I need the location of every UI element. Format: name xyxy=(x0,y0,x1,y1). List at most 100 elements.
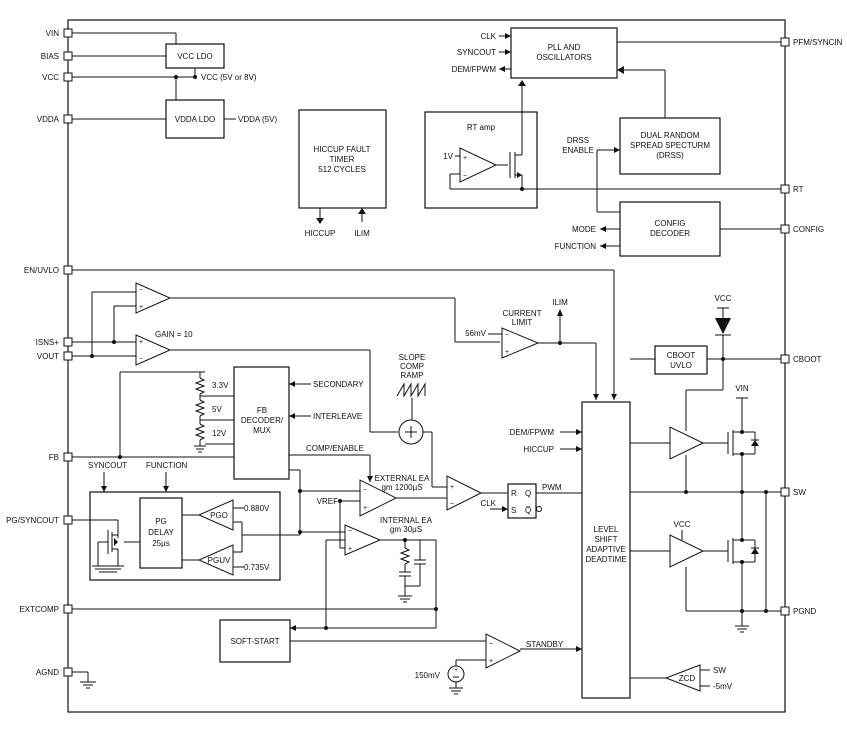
pin-extcomp: EXTCOMP xyxy=(19,604,73,614)
pin-pgnd-label: PGND xyxy=(793,607,816,616)
external-ea-line2: gm 1200µS xyxy=(381,483,422,492)
hiccup-timer-line2: TIMER xyxy=(330,155,355,164)
resistor-divider xyxy=(194,372,206,453)
cboot-uvlo-line2: UVLO xyxy=(670,361,692,370)
pin-config-label: CONFIG xyxy=(793,225,824,234)
dem-fpwm2-label: DEM/FPWM xyxy=(510,428,555,437)
rs-latch xyxy=(507,483,537,519)
pg-delay-block xyxy=(139,497,183,569)
clk2-label: CLK xyxy=(480,499,496,508)
svg-text:−: − xyxy=(489,641,493,648)
gain-label: GAIN = 10 xyxy=(155,330,193,339)
ilim-input-label: ILIM xyxy=(354,229,370,238)
soft-start-block xyxy=(219,619,291,663)
soft-start-label: SOFT-START xyxy=(230,637,279,646)
hiccup-timer-line1: HICCUP FAULT xyxy=(313,145,370,154)
pin-vcc: VCC xyxy=(42,72,73,82)
pin-bias: BIAS xyxy=(41,51,73,61)
vref-label: VREF xyxy=(317,497,338,506)
fb-decoder-line1: FB xyxy=(257,406,267,415)
latch-r: R xyxy=(511,489,517,498)
svg-text:+: + xyxy=(454,667,458,674)
pwm-comparator xyxy=(446,475,483,511)
hiccup2-label: HICCUP xyxy=(523,445,554,454)
cboot-uvlo-block xyxy=(654,345,708,375)
clk-label: CLK xyxy=(480,32,496,41)
standby-comparator xyxy=(485,633,522,669)
pin-isns: ISNS+ xyxy=(36,337,73,347)
svg-text:−: − xyxy=(505,332,509,339)
pin-extcomp-label: EXTCOMP xyxy=(19,605,59,614)
svg-text:+: + xyxy=(505,349,509,356)
pg-syncout-block xyxy=(89,491,281,581)
pin-pfm-syncin-label: PFM/SYNCIN xyxy=(793,38,843,47)
svg-text:+: + xyxy=(348,546,352,553)
pguv-comparator xyxy=(197,544,234,576)
config-decoder-line2: DECODER xyxy=(650,229,690,238)
chip-outline xyxy=(67,19,786,713)
fb-decoder-block xyxy=(233,366,290,480)
slope-comp-line2: COMP xyxy=(400,362,424,371)
svg-text:−: − xyxy=(139,356,143,363)
rt-amp-opamp xyxy=(459,147,498,183)
level-shift-line3: ADAPTIVE xyxy=(586,545,626,554)
pin-vout: VOUT xyxy=(37,351,73,361)
pgo-comparator xyxy=(197,499,234,531)
ilim2-label: ILIM xyxy=(552,298,568,307)
pguv-label: PGUV xyxy=(208,556,231,565)
standby-label: STANDBY xyxy=(526,640,564,649)
svg-text:−: − xyxy=(139,287,143,294)
svg-text:−: − xyxy=(463,173,467,180)
interleave-label: INTERLEAVE xyxy=(313,412,362,421)
pg-delay-line3: 25µs xyxy=(152,539,170,548)
comp-enable-label: COMP/ENABLE xyxy=(306,444,364,453)
pin-vdda: VDDA xyxy=(37,114,73,124)
pll-line1: PLL AND xyxy=(548,43,581,52)
pin-en-uvlo: EN/UVLO xyxy=(24,265,73,275)
one-volt-label: 1V xyxy=(443,152,453,161)
slope-comp-line1: SLOPE xyxy=(399,353,426,362)
vin-top-label: VIN xyxy=(735,384,749,393)
hiccup-timer-line3: 512 CYCLES xyxy=(318,165,366,174)
boot-diode xyxy=(715,318,731,334)
current-limit-comparator xyxy=(501,327,540,359)
config-decoder-line1: CONFIG xyxy=(654,219,685,228)
pin-config: CONFIG xyxy=(780,224,824,234)
vcc-top-label: VCC xyxy=(715,294,732,303)
svg-text:+: + xyxy=(450,484,454,491)
svg-text:+: + xyxy=(139,304,143,311)
drss-enable-line1: DRSS xyxy=(567,136,589,145)
hiccup-output-label: HICCUP xyxy=(305,229,336,238)
svg-text:+: + xyxy=(363,505,367,512)
cboot-uvlo-line1: CBOOT xyxy=(667,351,696,360)
pin-fb-label: FB xyxy=(49,453,59,462)
function2-label: FUNCTION xyxy=(146,461,188,470)
zcd-5mv-label: -5mV xyxy=(713,682,733,691)
fb-12v-label: 12V xyxy=(212,429,227,438)
high-side-driver xyxy=(669,426,705,460)
pin-pg-syncout-label: PG/SYNCOUT xyxy=(6,516,59,525)
pin-isns-label: ISNS+ xyxy=(36,338,60,347)
pin-rt: RT xyxy=(780,184,804,194)
fb-decoder-line3: MUX xyxy=(253,426,271,435)
vdda-ldo-block xyxy=(165,99,225,139)
pin-rt-label: RT xyxy=(793,185,804,194)
pin-en-uvlo-label: EN/UVLO xyxy=(24,266,59,275)
pgo-threshold-label: 0.880V xyxy=(244,504,270,513)
pin-fb: FB xyxy=(49,452,73,462)
pll-block xyxy=(510,27,618,79)
svg-text:−: − xyxy=(363,487,367,494)
zcd-comparator xyxy=(664,664,701,692)
drss-line2: SPREAD SPECTURM xyxy=(630,141,710,150)
pin-pfm-syncin: PFM/SYNCIN xyxy=(780,37,843,47)
pin-vin: VIN xyxy=(46,28,73,38)
slope-comp-line3: RAMP xyxy=(400,371,423,380)
vcc-out-label: VCC (5V or 8V) xyxy=(201,73,257,82)
svg-text:+: + xyxy=(463,155,467,162)
syncout2-label: SYNCOUT xyxy=(88,461,127,470)
56mv-label: 56mV xyxy=(465,329,487,338)
svg-text:+: + xyxy=(489,658,493,665)
mode-label: MODE xyxy=(572,225,596,234)
external-ea xyxy=(359,479,398,517)
internal-ea-line1: INTERNAL EA xyxy=(380,516,433,525)
